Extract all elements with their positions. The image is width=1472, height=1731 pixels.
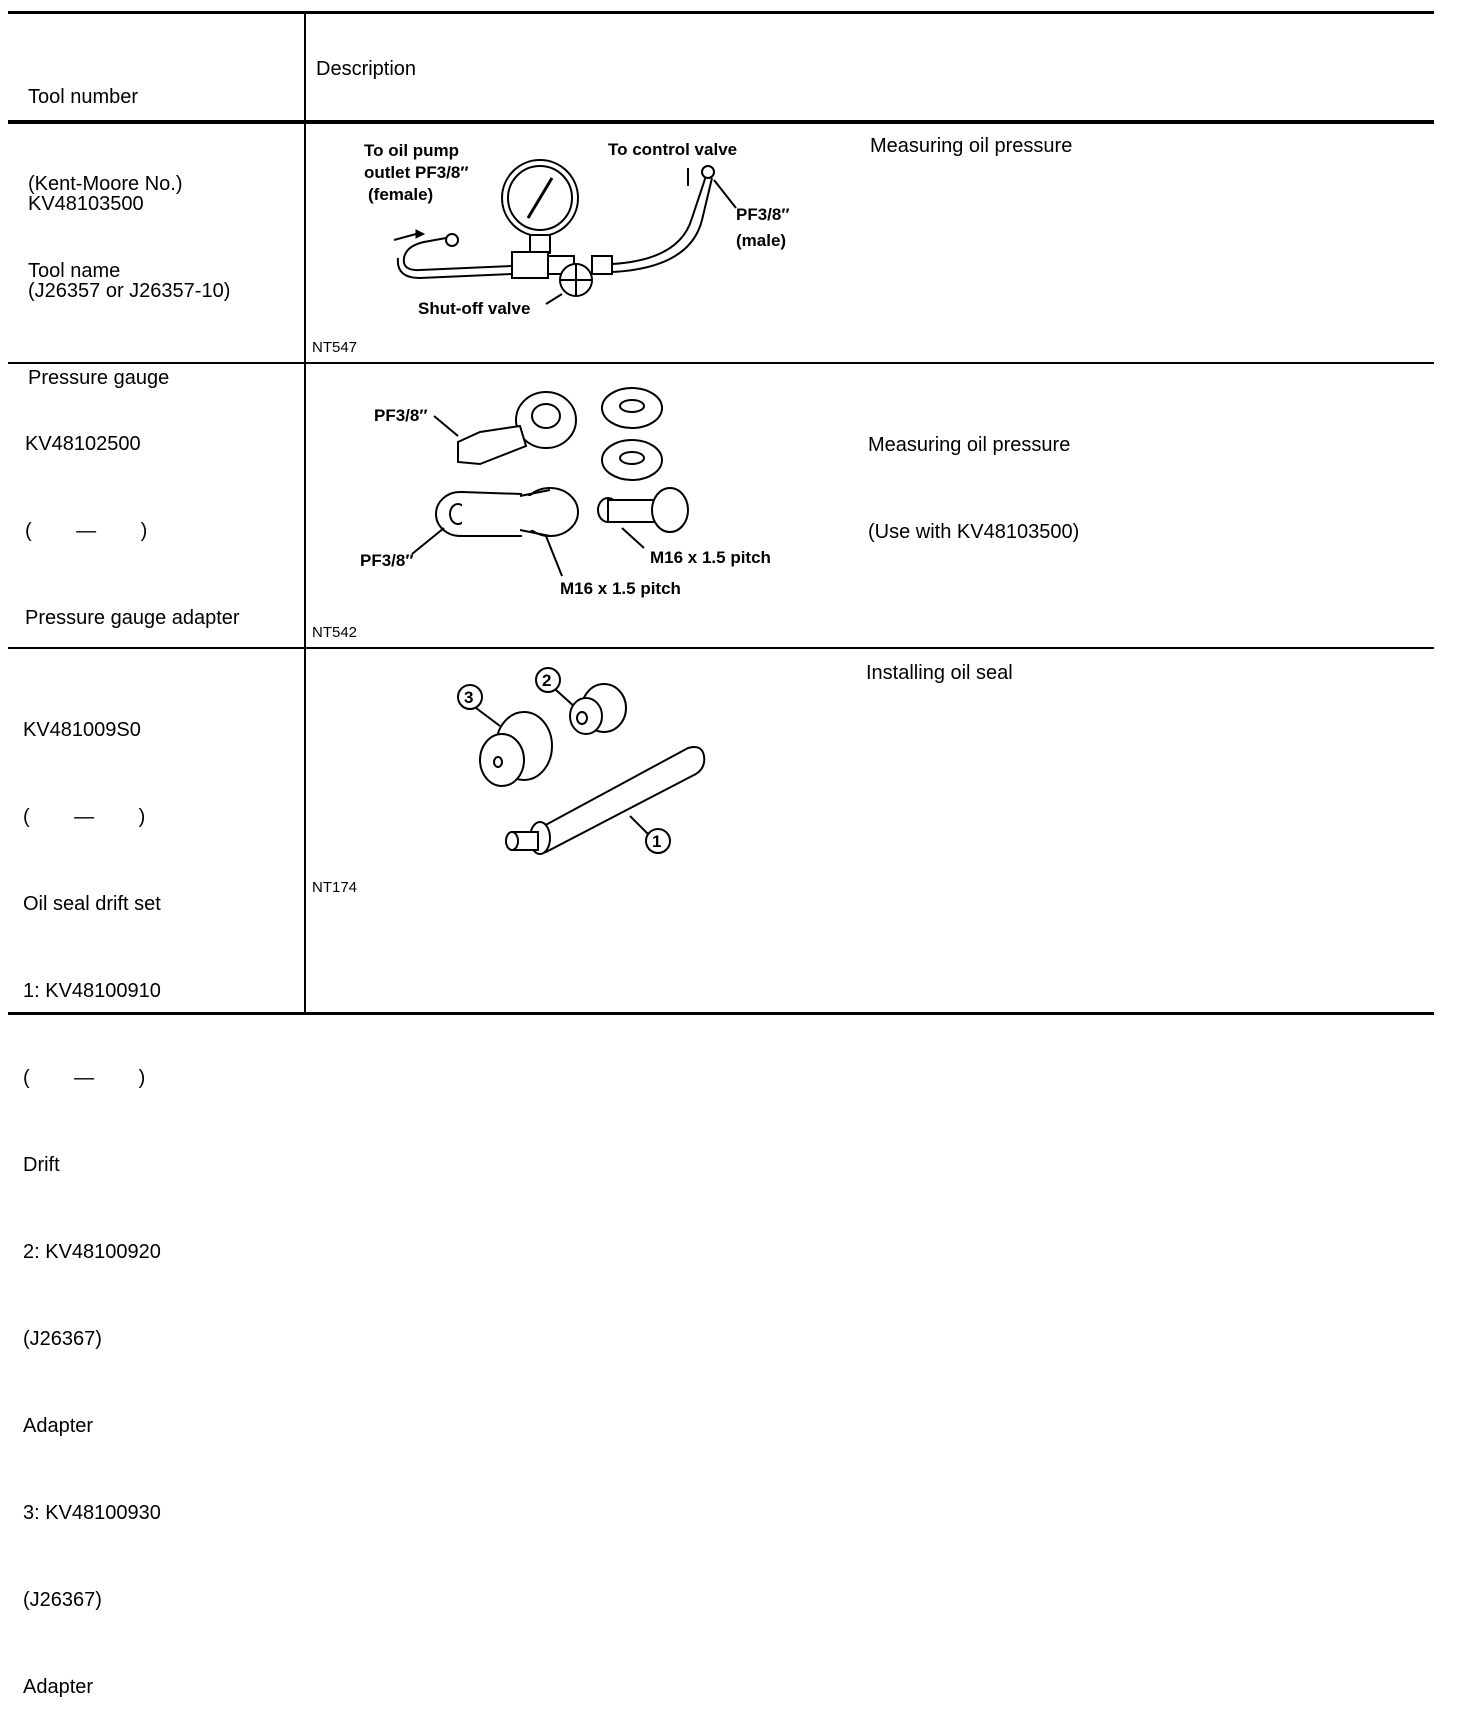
header-bottom-rule <box>8 120 1434 124</box>
row2-description: Measuring oil pressure (Use with KV48103… <box>868 373 1079 576</box>
row2-description-line1: Measuring oil pressure <box>868 434 1071 456</box>
table-top-rule <box>8 11 1434 14</box>
column-divider <box>304 12 306 1013</box>
row2-bottom-rule <box>8 647 1434 649</box>
callout-control-valve: To control valve <box>608 140 737 159</box>
header-tool-number: Tool number <box>28 86 139 108</box>
row1-tool-name: Pressure gauge <box>28 367 170 389</box>
callout-1-badge <box>645 828 671 854</box>
svg-text:2: 2 <box>542 671 551 690</box>
row1-tool-info: KV48103500 (J26357 or J26357-10) Pressur… <box>28 132 230 422</box>
row2-tool-name: Pressure gauge adapter <box>25 607 240 629</box>
row3-line-8: (J26367) <box>23 1328 102 1350</box>
table-bottom-rule <box>8 1012 1434 1015</box>
row1-tool-number: KV48103500 <box>28 193 144 215</box>
callout-oil-pump-2: outlet PF3/8″ <box>364 163 469 182</box>
row3-line-3: Oil seal drift set <box>23 893 161 915</box>
row3-line-6: Drift <box>23 1154 60 1176</box>
row1-description: Measuring oil pressure <box>870 135 1073 157</box>
callout-m16-bottom: M16 x 1.5 pitch <box>560 579 681 598</box>
row3-tool-info: KV481009S0 ( — ) Oil seal drift set 1: K… <box>23 658 161 1731</box>
row2-tool-number: KV48102500 <box>25 433 141 455</box>
row3-line-2: ( — ) <box>23 806 146 828</box>
callout-male-2: (male) <box>736 231 786 250</box>
header-kent-moore: (Kent-Moore No.) <box>28 173 183 195</box>
callout-male-1: PF3/8″ <box>736 205 790 224</box>
row1-kent-moore: (J26357 or J26357-10) <box>28 280 231 302</box>
row2-tool-info: KV48102500 ( — ) Pressure gauge adapter <box>25 372 240 662</box>
header-description: Description <box>316 58 417 80</box>
row3-figure-code: NT174 <box>312 879 358 896</box>
row3-line-10: 3: KV48100930 <box>23 1502 161 1524</box>
oil-seal-drift-illustration: 3 2 1 <box>457 667 706 855</box>
row3-line-9: Adapter <box>23 1415 94 1437</box>
row3-line-1: KV481009S0 <box>23 719 141 741</box>
row3-line-4: 1: KV48100910 <box>23 980 161 1002</box>
pressure-gauge-illustration: To oil pump outlet PF3/8″ (female) To co… <box>364 140 790 318</box>
callout-m16-right: M16 x 1.5 pitch <box>650 548 771 567</box>
row3-line-5: ( — ) <box>23 1067 146 1089</box>
callout-oil-pump-3: (female) <box>368 185 433 204</box>
row3-description: Installing oil seal <box>866 662 1013 684</box>
callout-pf-top: PF3/8″ <box>374 406 428 425</box>
callout-2-badge <box>535 667 561 693</box>
header-tool-column: Tool number (Kent-Moore No.) Tool name <box>28 25 183 315</box>
callout-3-badge <box>457 684 483 710</box>
callout-shutoff: Shut-off valve <box>418 299 530 318</box>
callout-pf-bottom: PF3/8″ <box>360 551 414 570</box>
row3-line-11: (J26367) <box>23 1589 102 1611</box>
row2-description-line2: (Use with KV48103500) <box>868 521 1080 543</box>
row3-line-12: Adapter <box>23 1676 94 1698</box>
gauge-adapter-illustration: PF3/8″ PF3/8″ M16 x 1.5 pitch M16 x 1.5 … <box>360 387 771 598</box>
row2-figure-code: NT542 <box>312 624 358 641</box>
row1-figure-code: NT547 <box>312 339 358 356</box>
row2-kent-moore: ( — ) <box>25 520 148 542</box>
row3-line-7: 2: KV48100920 <box>23 1241 161 1263</box>
svg-text:1: 1 <box>652 832 661 851</box>
row1-bottom-rule <box>8 362 1434 364</box>
callout-oil-pump-1: To oil pump <box>364 141 459 160</box>
svg-text:3: 3 <box>464 688 473 707</box>
header-tool-name: Tool name <box>28 260 121 282</box>
